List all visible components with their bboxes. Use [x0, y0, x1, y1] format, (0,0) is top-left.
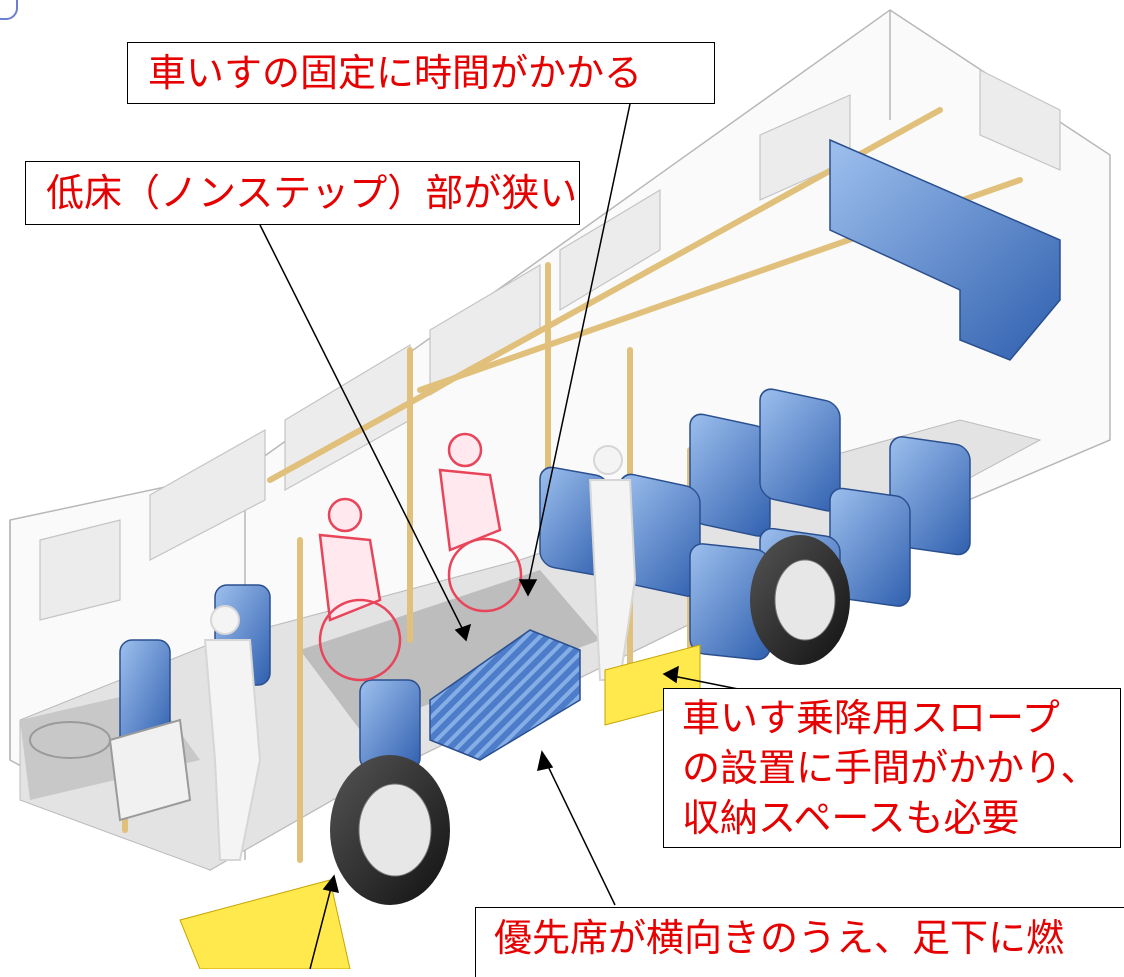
callout-priority-seat: 優先席が横向きのうえ、足下に燃 [475, 907, 1124, 977]
corner-handle [0, 0, 18, 20]
wheels [330, 535, 850, 905]
ramp-line-3: 収納スペースも必要 [682, 796, 1020, 840]
seats [119, 138, 1061, 771]
ramp-line-1: 車いす乗降用スロープ [682, 696, 1060, 740]
leader-lines [259, 103, 744, 969]
ramp-line-2: の設置に手間がかかり、 [682, 746, 1099, 790]
standing-passengers [203, 445, 637, 861]
callout-low-floor: 低床（ノンステップ）部が狭い [25, 161, 580, 225]
wheelchair-users [318, 432, 523, 682]
callout-ramp: 車いす乗降用スロープ の設置に手間がかかり、 収納スペースも必要 [663, 688, 1121, 848]
driver-area [29, 718, 192, 822]
callout-wheelchair-fixing: 車いすの固定に時間がかかる [127, 42, 715, 104]
